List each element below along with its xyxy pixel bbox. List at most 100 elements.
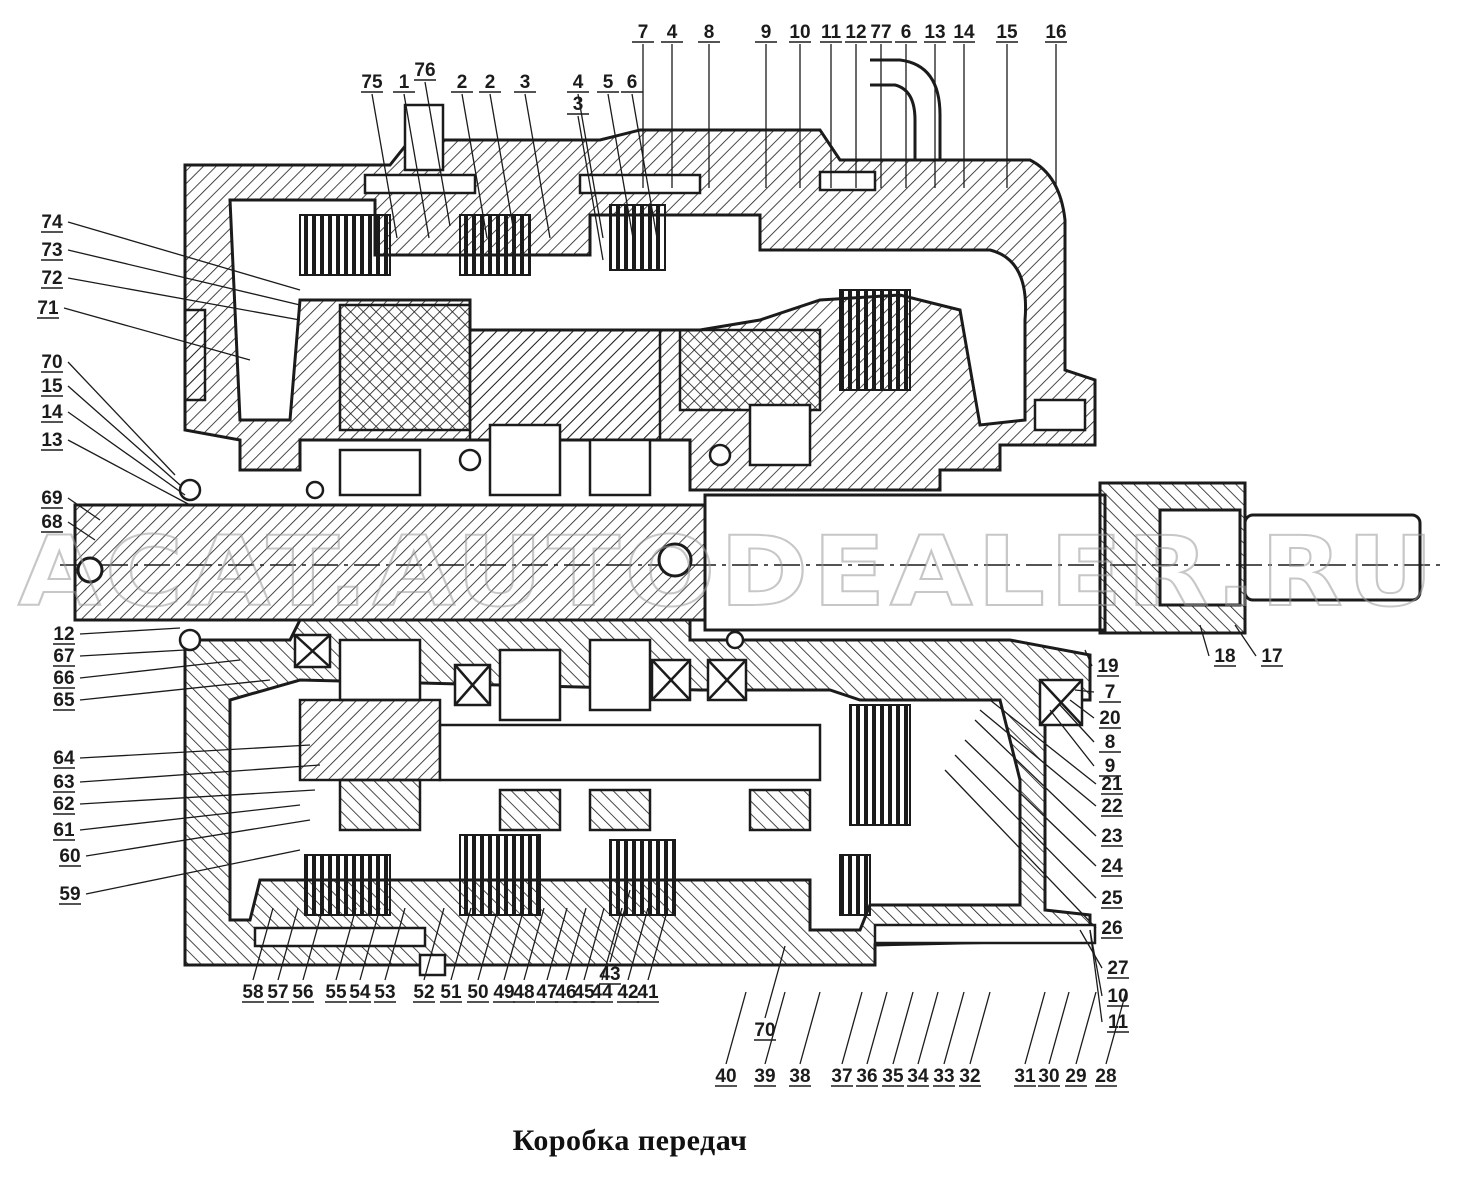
- callout-bottom-16: 42: [617, 982, 638, 1003]
- leader-line: [67, 411, 186, 496]
- leader-line: [67, 385, 181, 486]
- callout-top_left-8: 5: [603, 72, 614, 93]
- leader-line: [424, 81, 451, 227]
- leader-line: [1075, 991, 1097, 1065]
- callout-bottom-17: 41: [637, 982, 659, 1003]
- leader-line: [964, 739, 1097, 867]
- leader-line: [577, 93, 604, 239]
- leader-line: [954, 754, 1097, 899]
- leader-line: [524, 93, 551, 239]
- leader-line: [1048, 991, 1070, 1065]
- leader-line: [565, 907, 587, 981]
- leader-line: [67, 221, 301, 291]
- callout-left-17: 61: [53, 820, 75, 841]
- callout-top_left-1: 1: [399, 72, 410, 93]
- leader-line: [944, 769, 1097, 929]
- leader-line: [1049, 709, 1095, 767]
- callout-bottom-20: 39: [754, 1066, 775, 1087]
- leader-line: [989, 699, 1097, 785]
- callout-right-8: 22: [1101, 796, 1122, 817]
- leader-line: [764, 945, 786, 1019]
- leader-line: [79, 627, 181, 635]
- leader-line: [1069, 699, 1095, 719]
- callout-bottom-15: 43: [599, 964, 620, 985]
- callout-bottom-23: 36: [856, 1066, 877, 1087]
- leader-line: [79, 649, 186, 657]
- callout-right-12: 26: [1101, 918, 1122, 939]
- leader-line: [1079, 929, 1103, 969]
- callout-top_right-9: 13: [924, 22, 945, 43]
- callout-left-5: 15: [41, 376, 63, 397]
- leader-line: [866, 991, 888, 1065]
- callout-bottom-0: 58: [242, 982, 263, 1003]
- callout-top_left-5: 3: [520, 72, 531, 93]
- leader-line: [979, 709, 1097, 807]
- callout-left-0: 74: [41, 212, 63, 233]
- leader-line: [601, 907, 623, 981]
- leader-line: [1089, 929, 1103, 1023]
- leader-line: [302, 907, 324, 981]
- callout-top_right-12: 16: [1045, 22, 1066, 43]
- callout-bottom-13: 45: [573, 982, 595, 1003]
- leader-line: [79, 679, 271, 701]
- callout-bottom-29: 30: [1038, 1066, 1059, 1087]
- callout-left-14: 64: [53, 748, 75, 769]
- callout-left-6: 14: [41, 402, 63, 423]
- callout-right-10: 24: [1101, 856, 1123, 877]
- leader-line: [67, 361, 176, 476]
- callout-bottom-22: 37: [831, 1066, 852, 1087]
- callout-top_right-10: 14: [953, 22, 975, 43]
- callout-right-0: 17: [1261, 646, 1282, 667]
- leader-line: [631, 93, 658, 239]
- leader-line: [67, 521, 96, 541]
- leader-line: [79, 789, 316, 805]
- callout-bottom-12: 46: [555, 982, 576, 1003]
- callout-right-11: 25: [1101, 888, 1123, 909]
- leader-line: [1059, 704, 1095, 743]
- leader-line: [461, 93, 488, 239]
- leader-line: [277, 907, 299, 981]
- callout-bottom-7: 51: [440, 982, 462, 1003]
- callout-right-6: 9: [1105, 756, 1116, 777]
- callout-bottom-30: 29: [1065, 1066, 1086, 1087]
- callout-right-1: 18: [1214, 646, 1235, 667]
- callout-left-7: 13: [41, 430, 62, 451]
- callout-left-4: 70: [41, 352, 62, 373]
- callout-top_left-3: 2: [457, 72, 468, 93]
- leader-line: [489, 93, 516, 239]
- leader-line: [523, 907, 545, 981]
- leader-line: [67, 277, 301, 321]
- callout-bottom-8: 50: [467, 982, 488, 1003]
- callout-left-3: 71: [37, 298, 59, 319]
- leader-line: [79, 659, 241, 679]
- callout-bottom-14: 44: [591, 982, 613, 1003]
- leader-line: [85, 819, 311, 857]
- callout-top_right-0: 7: [638, 22, 649, 43]
- leader-line: [423, 907, 445, 981]
- leader-line: [450, 907, 472, 981]
- callout-top_right-11: 15: [996, 22, 1018, 43]
- leader-line: [503, 907, 525, 981]
- callout-bottom-19: 40: [715, 1066, 736, 1087]
- callout-top_right-6: 12: [845, 22, 866, 43]
- leader-line: [67, 439, 191, 506]
- leader-line: [1234, 624, 1257, 657]
- leader-line: [974, 719, 1097, 837]
- leader-line: [607, 93, 634, 239]
- callout-left-11: 67: [53, 646, 74, 667]
- callout-right-15: 11: [1108, 1012, 1129, 1033]
- callout-left-15: 63: [53, 772, 74, 793]
- leader-line: [403, 93, 430, 239]
- leader-line: [917, 991, 939, 1065]
- callout-bottom-26: 33: [933, 1066, 954, 1087]
- leader-line: [63, 307, 251, 361]
- callout-left-12: 66: [53, 668, 74, 689]
- leader-line: [79, 764, 321, 783]
- diagram-caption: Коробка передач: [512, 1124, 748, 1157]
- main-shaft: [60, 481, 1440, 635]
- callout-right-3: 7: [1105, 682, 1116, 703]
- leader-line: [1199, 624, 1210, 657]
- callout-left-9: 68: [41, 512, 62, 533]
- leader-line: [79, 804, 301, 831]
